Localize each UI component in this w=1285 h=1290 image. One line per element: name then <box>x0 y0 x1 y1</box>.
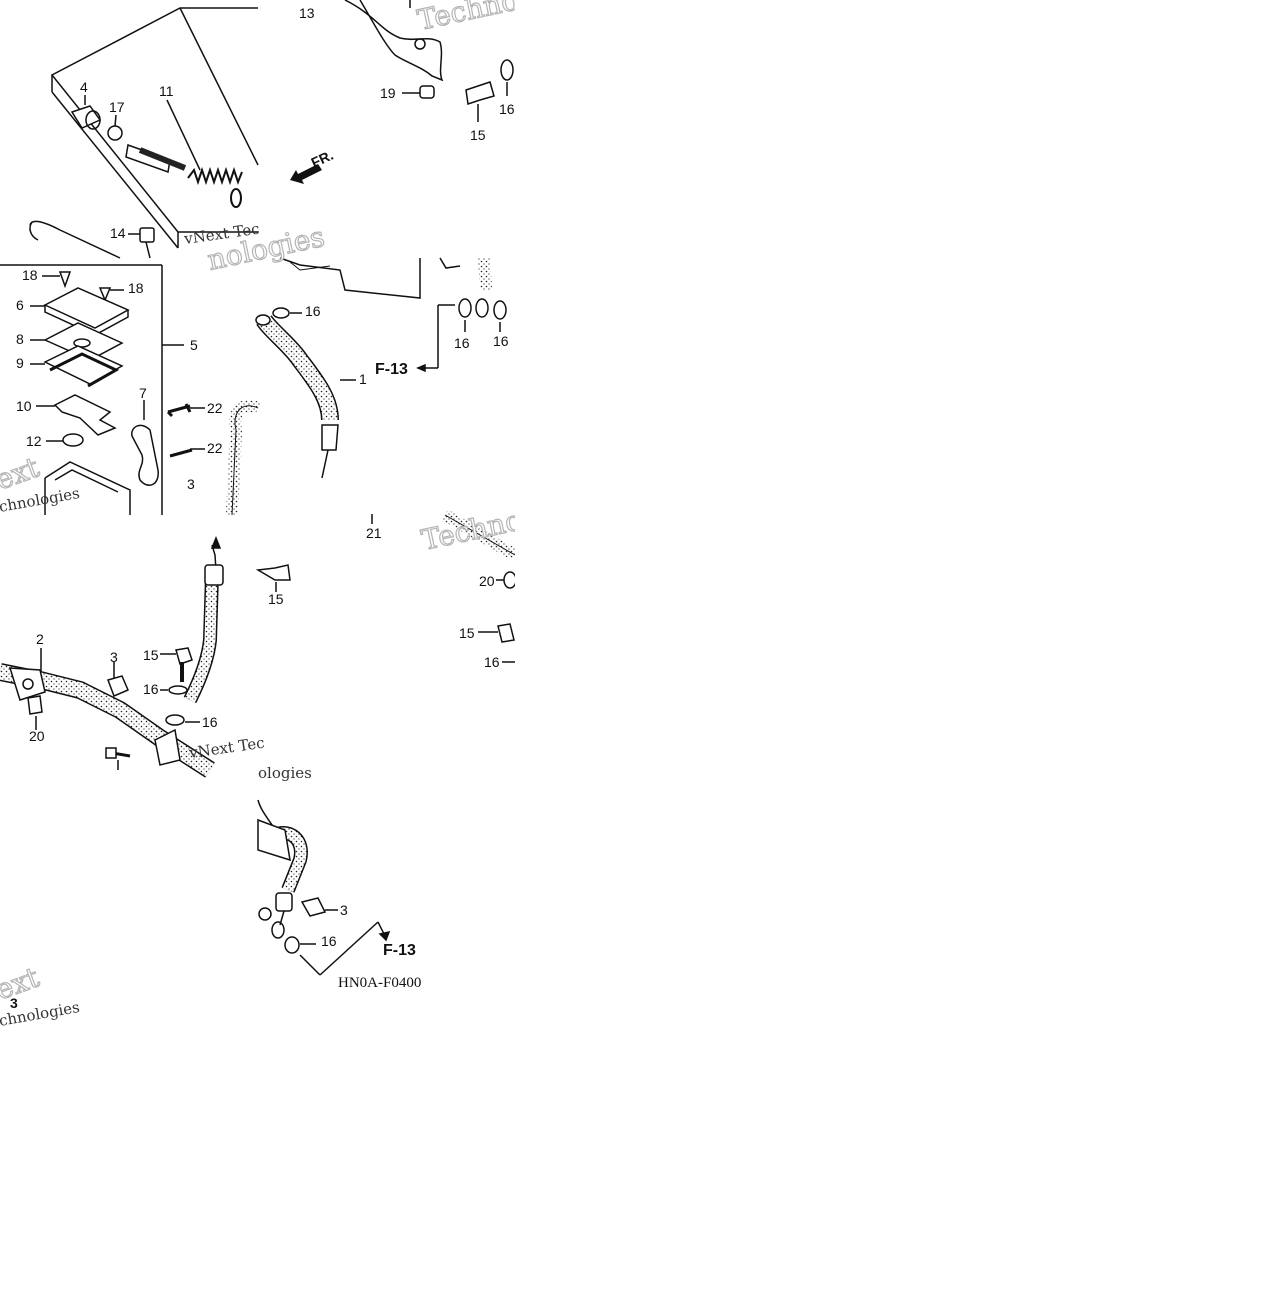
callout-11: 11 <box>159 83 174 99</box>
grommet <box>62 433 84 447</box>
callout-5: 5 <box>190 337 198 353</box>
diaphragm <box>43 345 124 385</box>
brake-hose-upper <box>257 315 338 421</box>
callout-2: 2 <box>36 631 44 647</box>
kit-box-bottom <box>51 91 179 249</box>
watermark: ologies <box>258 764 312 782</box>
callout-15: 15 <box>143 647 159 663</box>
lever-bracket-group <box>344 0 514 122</box>
callout-3: 3 <box>340 902 348 918</box>
callout-8: 8 <box>16 331 24 347</box>
circlip <box>107 125 123 141</box>
banjo-bolt-mid <box>255 564 291 581</box>
reference-f13-lower: F-13 <box>383 942 416 959</box>
reservoir-cap <box>43 287 130 329</box>
callout-15: 15 <box>268 591 284 607</box>
lever-bracket <box>344 0 444 82</box>
hose-clip <box>107 675 129 697</box>
lever-nut <box>402 85 435 99</box>
callout-15: 15 <box>470 127 486 143</box>
callout-12: 12 <box>26 433 42 449</box>
fr-label: FR. <box>309 147 336 171</box>
watermark: ext <box>0 450 44 496</box>
callout-16: 16 <box>484 654 500 670</box>
callout-6: 6 <box>16 297 24 313</box>
dust-boot <box>70 105 102 130</box>
watermark: ext <box>0 960 44 1006</box>
piston <box>125 143 187 174</box>
callout-3: 3 <box>187 476 195 492</box>
pivot-bolt <box>128 227 155 259</box>
callout-18: 18 <box>128 280 144 296</box>
callout-20: 20 <box>29 728 45 744</box>
brake-hose-middle <box>185 574 218 703</box>
holder-clamp <box>131 424 159 486</box>
blank-area-bottom <box>0 1030 515 1285</box>
callout-9: 9 <box>16 355 24 371</box>
right-fragments <box>371 509 518 663</box>
callout-4: 4 <box>80 79 88 95</box>
brake-lever <box>29 220 121 259</box>
protector-float <box>53 394 117 436</box>
washer-top <box>500 59 514 81</box>
spring <box>187 166 243 208</box>
callout-3: 3 <box>110 649 118 665</box>
callout-16: 16 <box>202 714 218 730</box>
diagram-code: HN0A-F0400 <box>338 975 421 991</box>
callout-22: 22 <box>207 440 223 456</box>
callout-labels: 13 11 4 17 19 15 16 14 18 18 6 5 8 9 10 … <box>10 5 515 1011</box>
cylinder-body <box>44 461 131 515</box>
callout-7: 7 <box>139 385 147 401</box>
lower-hose-group <box>0 535 291 778</box>
callout-16: 16 <box>454 335 470 351</box>
callout-3: 3 <box>10 995 18 1011</box>
watermark: Techno <box>415 0 521 37</box>
holder-bolts <box>166 403 205 458</box>
callout-17: 17 <box>109 99 125 115</box>
piston-kit-group <box>29 7 259 259</box>
callout-1: 1 <box>359 371 367 387</box>
callout-22: 22 <box>207 400 223 416</box>
callout-16: 16 <box>493 333 509 349</box>
callout-21: 21 <box>366 525 382 541</box>
callout-16: 16 <box>305 303 321 319</box>
upper-hose-group <box>166 257 507 516</box>
callout-20: 20 <box>479 573 495 589</box>
callout-16: 16 <box>143 681 159 697</box>
callout-16: 16 <box>321 933 337 949</box>
reference-f13-upper: F-13 <box>375 361 408 378</box>
blank-area-right <box>515 0 1285 1285</box>
front-direction-arrow: FR. <box>290 147 336 184</box>
caliper-hose-group <box>257 799 391 976</box>
callout-13: 13 <box>299 5 315 21</box>
master-cylinder-group <box>0 264 184 515</box>
callout-10: 10 <box>16 398 32 414</box>
callout-15: 15 <box>459 625 475 641</box>
banjo-bolt-top <box>465 81 495 122</box>
callout-16: 16 <box>499 101 515 117</box>
watermark: vNext Tec <box>187 734 266 763</box>
callout-14: 14 <box>110 225 126 241</box>
cap-screws <box>42 271 124 302</box>
callout-18: 18 <box>22 267 38 283</box>
callout-19: 19 <box>380 85 396 101</box>
three-way-joint <box>154 728 181 766</box>
